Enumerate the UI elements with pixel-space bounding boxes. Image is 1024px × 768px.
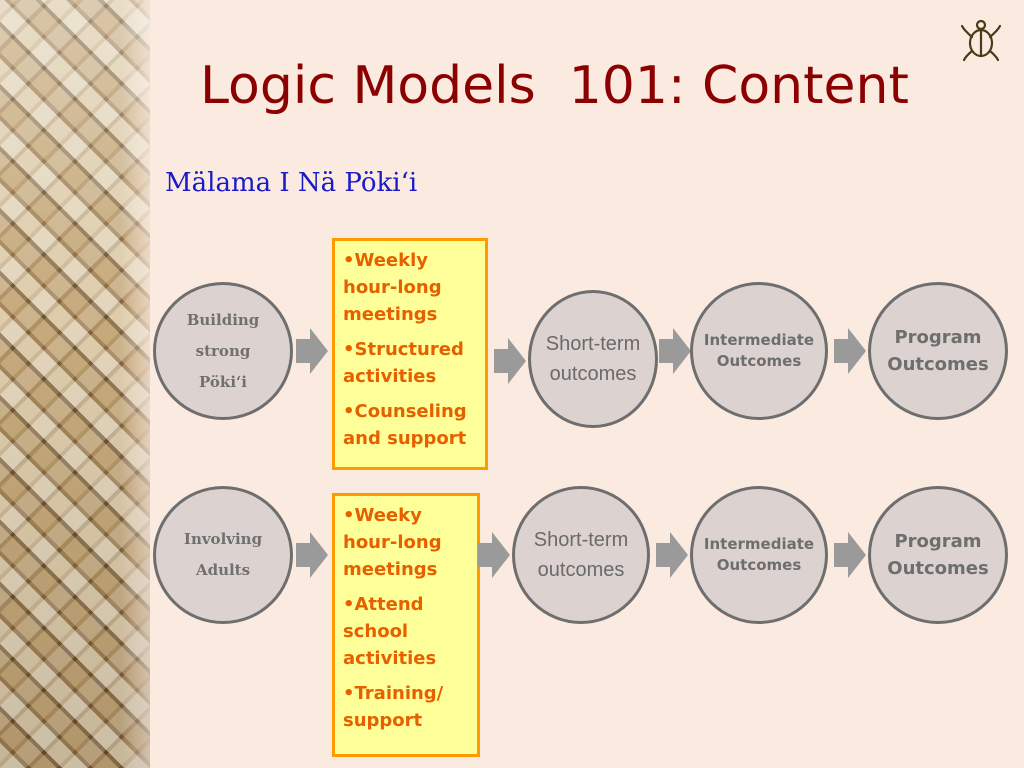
short-term-label-line: outcomes bbox=[537, 559, 625, 581]
short-term-label-line: Short-term bbox=[545, 333, 641, 355]
program-label-line: Outcomes bbox=[887, 558, 989, 579]
short-term-outcomes-circle: Short-term outcomes bbox=[512, 486, 650, 624]
activity-item: •Weeky hour-long meetings bbox=[343, 505, 442, 580]
intermediate-label-line: Intermediate bbox=[703, 535, 815, 553]
block-arrow-right-icon bbox=[656, 532, 688, 578]
intermediate-outcomes-circle: Intermediate Outcomes bbox=[690, 282, 828, 420]
honu-turtle-icon bbox=[960, 19, 1002, 62]
block-arrow-right-icon bbox=[296, 328, 328, 374]
activity-item: •Structured activities bbox=[343, 339, 464, 387]
short-term-label-line: outcomes bbox=[549, 363, 637, 385]
slide-title: Logic Models 101: Content bbox=[200, 56, 909, 116]
short-term-label-line: Short-term bbox=[533, 529, 629, 551]
block-arrow-right-icon bbox=[296, 532, 328, 578]
intermediate-outcomes-circle: Intermediate Outcomes bbox=[690, 486, 828, 624]
program-outcomes-circle: Program Outcomes bbox=[868, 282, 1008, 420]
block-arrow-right-icon bbox=[659, 328, 691, 374]
input-label-line: Adults bbox=[195, 561, 251, 579]
woven-mat-background bbox=[0, 0, 150, 768]
block-arrow-right-icon bbox=[834, 328, 866, 374]
activity-item: •Attend school activities bbox=[343, 594, 437, 669]
program-label-line: Program bbox=[894, 531, 982, 552]
slide-subtitle: Mälama I Nä Pöki‘i bbox=[165, 168, 418, 198]
input-label-line: Involving bbox=[183, 530, 263, 548]
block-arrow-right-icon bbox=[478, 532, 510, 578]
input-circle-building-strong-poki: Building strong Pöki‘i bbox=[153, 282, 293, 420]
input-label-line: Pöki‘i bbox=[199, 372, 247, 391]
activities-box-row-2: •Weeky hour-long meetings •Attend school… bbox=[332, 493, 480, 757]
activity-item: •Weekly hour-long meetings bbox=[343, 250, 442, 325]
block-arrow-right-icon bbox=[494, 338, 526, 384]
program-label-line: Program bbox=[894, 327, 982, 348]
intermediate-label-line: Intermediate bbox=[703, 331, 815, 349]
activity-item: •Training/ support bbox=[343, 683, 444, 731]
short-term-outcomes-circle: Short-term outcomes bbox=[528, 290, 658, 428]
activities-box-row-1: •Weekly hour-long meetings •Structured a… bbox=[332, 238, 488, 470]
intermediate-label-line: Outcomes bbox=[716, 556, 802, 574]
program-outcomes-circle: Program Outcomes bbox=[868, 486, 1008, 624]
input-label-line: strong bbox=[195, 341, 251, 360]
activity-item: •Counseling and support bbox=[343, 401, 467, 449]
block-arrow-right-icon bbox=[834, 532, 866, 578]
program-label-line: Outcomes bbox=[887, 354, 989, 375]
intermediate-label-line: Outcomes bbox=[716, 352, 802, 370]
input-circle-involving-adults: Involving Adults bbox=[153, 486, 293, 624]
input-label-line: Building bbox=[186, 310, 260, 329]
